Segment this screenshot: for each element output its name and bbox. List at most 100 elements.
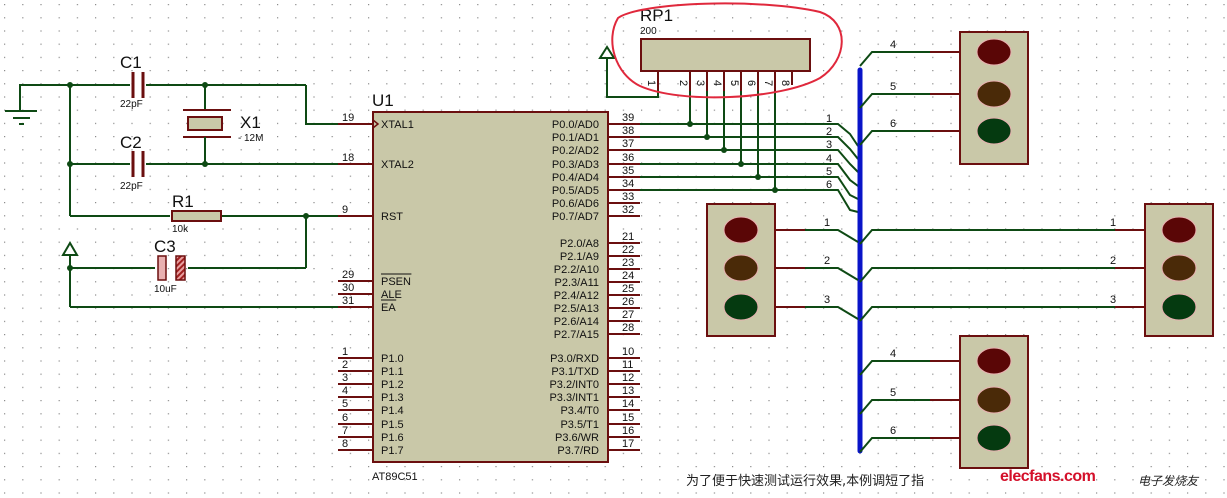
red-lamp [976,38,1012,66]
junction-dot [755,174,761,180]
u1-pin-number: 16 [622,425,634,437]
green-lamp [1161,293,1197,321]
u1-pin-number: 36 [622,152,634,164]
traffic-light-top-right[interactable]: 456 [859,31,1029,165]
u1-pin-name: P2.6/A14 [554,316,599,328]
light-wire-label: 3 [824,294,830,306]
traffic-light-middle-right[interactable]: 123 [859,203,1214,337]
red-lamp [1161,216,1197,244]
u1-pin-name: P1.5 [381,419,404,431]
light-wire-label: 5 [890,81,896,93]
oscillator-reset-circuit: C1 22pF X1 12M - C2 22pF R1 10k [5,53,372,308]
c2-ref: C2 [120,133,142,152]
u1-pin-number: 7 [342,425,348,437]
u1-pin-name: RST [381,211,403,223]
bus-wire-label: 4 [826,153,832,165]
red-lamp [976,347,1012,375]
footnote-text: 为了便于快速测试运行效果,本例调短了指 [686,474,925,489]
u1-pin-name: P1.6 [381,432,404,444]
u1-pin-name: EA [381,302,396,314]
u1-pin-name: P1.3 [381,392,404,404]
c3-value: 10uF [154,284,177,295]
bus-wire-label: 1 [826,113,832,125]
light-wire [859,306,1115,322]
c1-value: 22pF [120,99,143,110]
u1-pin-name: P3.7/RD [557,445,599,457]
microcontroller-u1[interactable]: U1 AT89C51 19XTAL118XTAL29RST29PSEN30ALE… [338,91,640,483]
p0-bus-wire [640,189,859,213]
capacitor-c2[interactable]: C2 22pF [120,133,145,192]
u1-part: AT89C51 [372,471,418,483]
highlight-circle [611,2,843,99]
capacitor-c3[interactable]: C3 10uF [154,237,186,295]
u1-pin-number: 24 [622,270,634,282]
yellow-lamp [1161,254,1197,282]
rp1-pin-number: 4 [711,80,723,86]
light-wire [859,267,1115,283]
u1-pin-number: 30 [342,282,354,294]
p0-bus-wire [640,136,859,160]
u1-pin-number: 12 [622,372,634,384]
u1-pin-name: P2.7/A15 [554,329,599,341]
traffic-light-middle-left[interactable]: 123 [706,203,859,337]
p0-bus-wire [640,123,859,147]
rp1-value: 200 [640,26,657,37]
light-wire [859,130,930,146]
r1-value: 10k [172,224,189,235]
x1-ref: X1 [240,113,261,132]
u1-pin-name: P3.1/TXD [551,366,599,378]
rp1-power-terminal-icon [598,45,659,98]
u1-pin-name: P2.1/A9 [560,251,599,263]
rp1-pin-number: 2 [677,80,689,86]
u1-body [372,111,609,463]
u1-pin-number: 23 [622,257,634,269]
light-wire-label: 1 [1110,217,1116,229]
junction-dot [687,121,693,127]
crystal-x1[interactable]: X1 12M - [183,85,263,164]
u1-pin-name: P1.1 [381,366,404,378]
rp1-pin-number: 1 [645,80,657,86]
u1-pin-number: 4 [342,385,348,397]
clock-input-icon [372,118,380,130]
u1-pin-name: P1.0 [381,353,404,365]
u1-pin-name: P0.4/AD4 [552,172,599,184]
u1-ref: U1 [372,91,394,110]
u1-pin-name: P0.2/AD2 [552,145,599,157]
u1-pin-name: P0.3/AD3 [552,159,599,171]
u1-pin-name: PSEN [381,276,411,288]
bus-wire-label: 6 [826,179,832,191]
bus-wire-label: 2 [826,126,832,138]
u1-pin-number: 22 [622,244,634,256]
light-wire [859,360,930,376]
u1-pin-name: P3.6/WR [555,432,599,444]
resistor-r1[interactable]: R1 10k [171,192,222,235]
rp1-pin-number: 8 [779,80,791,86]
junction-dot [721,147,727,153]
u1-pin-name: P2.0/A8 [560,238,599,250]
light-wire-label: 1 [824,217,830,229]
capacitor-c1[interactable]: C1 22pF [120,53,145,110]
yellow-lamp [723,254,759,282]
light-wire-label: 4 [890,39,896,51]
u1-pin-name: P3.5/T1 [560,419,599,431]
light-wire-label: 4 [890,348,896,360]
u1-pin-number: 27 [622,309,634,321]
c2-value: 22pF [120,181,143,192]
traffic-light-bottom-right[interactable]: 456 [859,335,1029,469]
light-wire [859,51,930,67]
svg-text:-: - [238,133,241,144]
u1-pin-name: XTAL1 [381,119,414,131]
rp1-pin-number: 5 [728,80,740,86]
u1-pin-name: ALE [381,289,402,301]
u1-pin-number: 39 [622,112,634,124]
u1-pin-name: P1.7 [381,445,404,457]
ground-symbol [5,84,70,125]
light-wire [805,306,859,320]
u1-pin-name: P0.6/AD6 [552,198,599,210]
u1-pin-number: 11 [622,359,633,371]
u1-pin-number: 35 [622,165,634,177]
u1-pin-name: P3.0/RXD [550,353,599,365]
u1-pin-name: P3.3/INT1 [549,392,599,404]
light-wire-label: 5 [890,387,896,399]
